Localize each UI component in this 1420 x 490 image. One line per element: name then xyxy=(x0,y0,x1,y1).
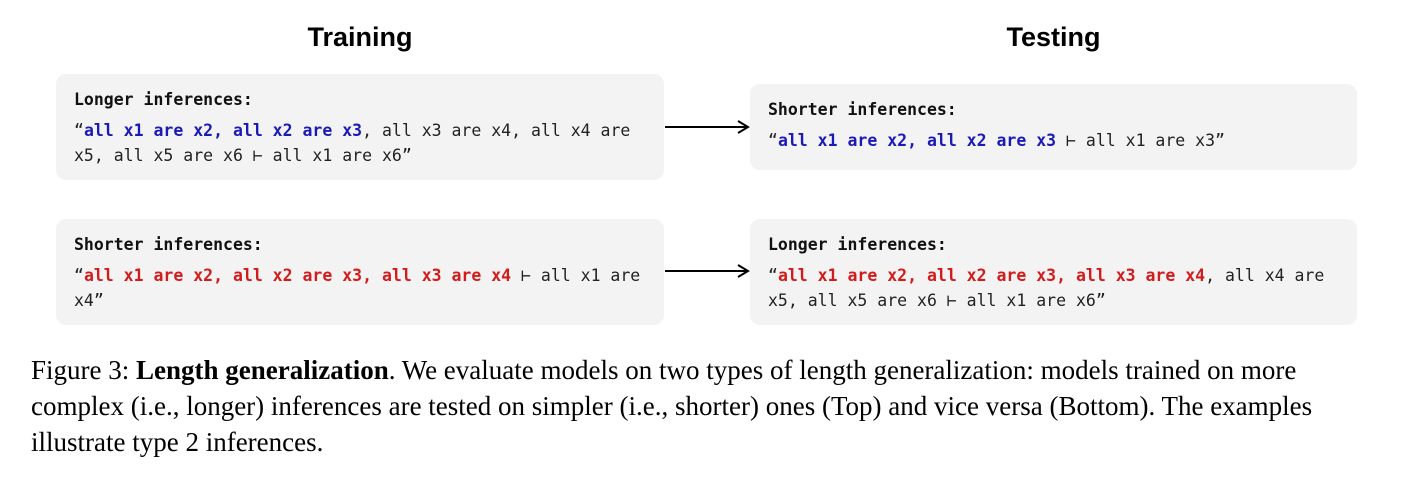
highlighted-premises: all x1 are x2, all x2 are x3 xyxy=(83,121,363,140)
open-quote: “ xyxy=(768,266,778,285)
highlighted-premises: all x1 are x2, all x2 are x3 xyxy=(777,131,1057,150)
inference-text: “all x1 are x2, all x2 are x3 ⊢ all x1 a… xyxy=(768,128,1339,153)
remaining-text: ⊢ all x1 are x3” xyxy=(1056,131,1225,150)
open-quote: “ xyxy=(768,131,778,150)
highlighted-premises: all x1 are x2, all x2 are x3, all x3 are… xyxy=(83,266,512,285)
caption-bold: Length generalization xyxy=(136,355,389,385)
bottom-testing-box: Longer inferences: “all x1 are x2, all x… xyxy=(750,219,1357,325)
bottom-arrow-icon xyxy=(665,264,750,278)
highlighted-premises: all x1 are x2, all x2 are x3, all x3 are… xyxy=(777,266,1206,285)
training-heading: Training xyxy=(307,22,413,52)
figure-caption: Figure 3: Length generalization. We eval… xyxy=(31,352,1396,460)
testing-heading: Testing xyxy=(1006,22,1101,52)
bottom-training-box: Shorter inferences: “all x1 are x2, all … xyxy=(56,219,664,325)
open-quote: “ xyxy=(74,266,84,285)
top-training-box: Longer inferences: “all x1 are x2, all x… xyxy=(56,74,664,180)
box-title: Longer inferences: xyxy=(768,235,947,254)
top-arrow-icon xyxy=(665,120,750,134)
box-title: Shorter inferences: xyxy=(768,100,957,119)
caption-prefix: Figure 3: xyxy=(31,355,136,385)
box-title: Longer inferences: xyxy=(74,90,253,109)
inference-text: “all x1 are x2, all x2 are x3, all x3 ar… xyxy=(74,118,646,168)
remaining-text: , all x4 are x5, all x5 are x6 ⊢ all x1 … xyxy=(768,266,1325,310)
box-title: Shorter inferences: xyxy=(74,235,263,254)
remaining-text: , all x3 are x4, all x4 are x5, all x5 a… xyxy=(74,121,631,165)
open-quote: “ xyxy=(74,121,84,140)
remaining-text: ⊢ all x1 are x4” xyxy=(74,266,641,310)
caption-text: . We evaluate models on two types of len… xyxy=(31,355,1313,457)
inference-text: “all x1 are x2, all x2 are x3, all x3 ar… xyxy=(74,263,646,313)
top-testing-box: Shorter inferences: “all x1 are x2, all … xyxy=(750,84,1357,170)
inference-text: “all x1 are x2, all x2 are x3, all x3 ar… xyxy=(768,263,1339,313)
